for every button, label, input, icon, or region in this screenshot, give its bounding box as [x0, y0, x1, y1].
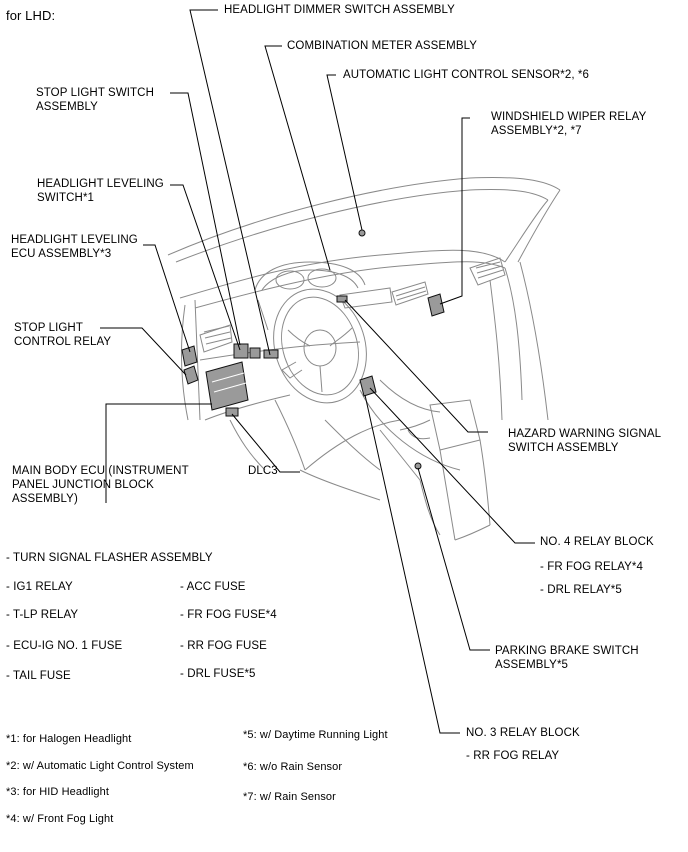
dlc3-part	[225, 407, 239, 417]
hazard-switch-part	[336, 295, 348, 303]
dashboard-outline	[167, 177, 561, 541]
rr-fog-relay-label: - RR FOG RELAY	[466, 750, 560, 762]
turn-signal-label: - TURN SIGNAL FLASHER ASSEMBLY	[6, 552, 213, 564]
note-2: *2: w/ Automatic Light Control System	[6, 760, 194, 772]
drl-relay-label: - DRL RELAY*5	[540, 584, 622, 596]
note-5: *5: w/ Daytime Running Light	[243, 729, 388, 741]
components	[181, 229, 445, 470]
page-title: for LHD:	[6, 8, 56, 23]
note-4: *4: w/ Front Fog Light	[6, 813, 114, 825]
stop-light-relay-part	[183, 365, 199, 385]
no3-relay-block-label: NO. 3 RELAY BLOCK	[466, 727, 580, 739]
leveling-ecu-part	[181, 345, 198, 367]
headlight-leveling-ecu-label: HEADLIGHT LEVELING ECU ASSEMBLY*3	[11, 234, 138, 260]
wiper-relay-part	[427, 293, 445, 317]
combination-meter-label: COMBINATION METER ASSEMBLY	[287, 40, 478, 52]
rr-fog-fuse-label: - RR FOG FUSE	[180, 640, 267, 652]
leader-lines	[100, 9, 535, 734]
no4-relay-block-label: NO. 4 RELAY BLOCK	[540, 536, 654, 548]
acc-fuse-label: - ACC FUSE	[180, 581, 246, 593]
note-1: *1: for Halogen Headlight	[6, 733, 132, 745]
headlight-dimmer-label: HEADLIGHT DIMMER SWITCH ASSEMBLY	[224, 4, 455, 16]
leveling-switch-part	[233, 343, 249, 359]
junction-block-part	[205, 361, 249, 411]
stop-light-switch-label: STOP LIGHT SWITCH ASSEMBLY	[36, 87, 154, 113]
windshield-wiper-relay-label: WINDSHIELD WIPER RELAY ASSEMBLY*2, *7	[491, 111, 647, 137]
dlc3-label: DLC3	[248, 465, 278, 477]
hazard-warning-label: HAZARD WARNING SIGNAL SWITCH ASSEMBLY	[508, 428, 662, 454]
note-6: *6: w/o Rain Sensor	[243, 761, 343, 773]
parking-brake-label: PARKING BRAKE SWITCH ASSEMBLY*5	[495, 645, 639, 671]
fr-fog-fuse-label: - FR FOG FUSE*4	[180, 609, 277, 621]
headlight-leveling-switch-label: HEADLIGHT LEVELING SWITCH*1	[37, 178, 164, 204]
dimmer-switch-part	[263, 349, 279, 359]
drl-fuse-label: - DRL FUSE*5	[180, 668, 256, 680]
fr-fog-relay-label: - FR FOG RELAY*4	[540, 561, 643, 573]
tlp-relay-label: - T-LP RELAY	[6, 609, 79, 621]
tail-fuse-label: - TAIL FUSE	[6, 670, 71, 682]
stop-light-control-relay-label: STOP LIGHT CONTROL RELAY	[14, 322, 112, 348]
auto-light-sensor-label: AUTOMATIC LIGHT CONTROL SENSOR*2, *6	[343, 69, 589, 81]
auto-light-sensor-part	[358, 229, 366, 237]
relay-block-part	[359, 375, 377, 397]
main-body-ecu-label: MAIN BODY ECU (INSTRUMENT PANEL JUNCTION…	[12, 465, 189, 505]
stop-light-switch-part	[249, 347, 261, 359]
note-7: *7: w/ Rain Sensor	[243, 791, 336, 803]
note-3: *3: for HID Headlight	[6, 786, 109, 798]
ig1-relay-label: - IG1 RELAY	[6, 581, 73, 593]
ecu-ig-fuse-label: - ECU-IG NO. 1 FUSE	[6, 640, 123, 652]
